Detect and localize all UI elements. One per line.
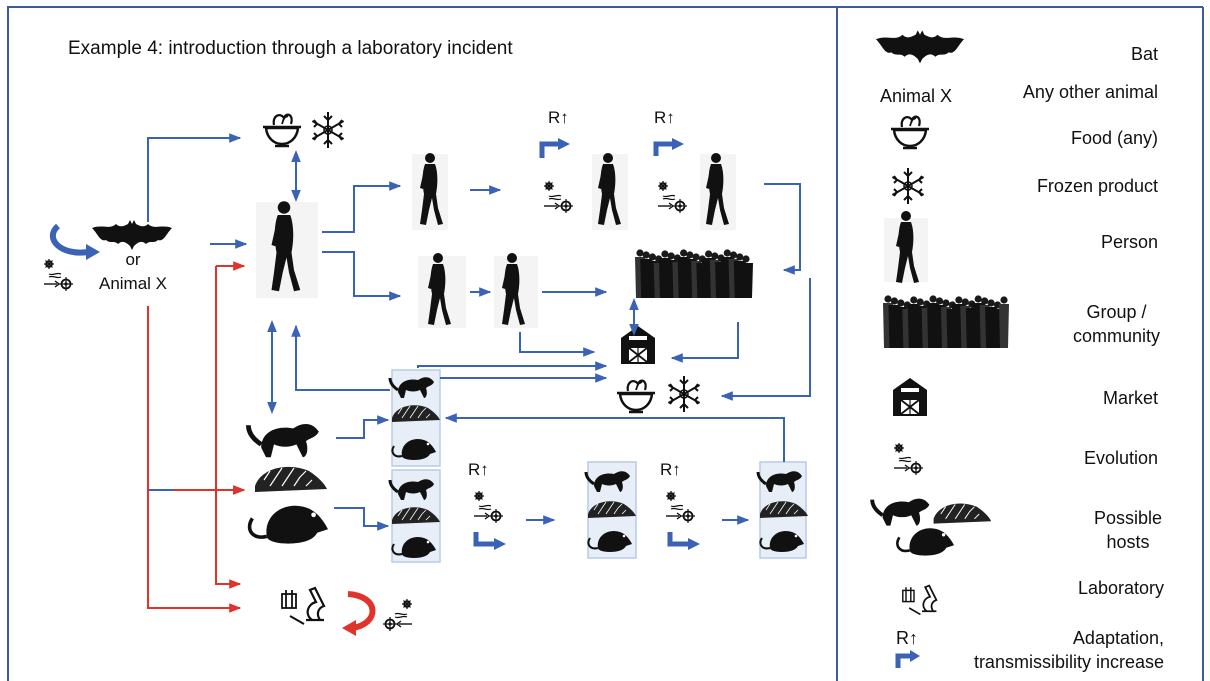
legend-food-icon <box>889 115 931 150</box>
legend-adaptation-line2: transmissibility increase <box>973 652 1164 672</box>
legend-bat-label: Bat <box>1130 44 1158 64</box>
legend-adaptation-icon-text: R↑ <box>896 628 918 648</box>
legend-food-label: Food (any) <box>1070 128 1158 148</box>
laboratory-icon <box>280 586 326 626</box>
evolution-host-2-icon <box>665 490 696 524</box>
evolution-lab-icon <box>382 598 413 632</box>
legend-group-line2: community <box>1072 326 1160 346</box>
host-box-2 <box>388 469 441 563</box>
frozen-top-icon <box>311 111 345 149</box>
legend-animal-x-icon-text: Animal X <box>880 86 953 106</box>
source-or-text: or <box>125 250 141 269</box>
crowd-icon <box>635 249 753 298</box>
source-cycle-arrow <box>49 223 89 256</box>
evolution-upper-2-icon <box>657 180 688 214</box>
legend-market-label: Market <box>1102 388 1158 408</box>
legend-laboratory-icon <box>901 584 938 616</box>
adaptation-marker-2: R↑ <box>654 108 675 127</box>
legend-group-line1: Group / <box>1086 302 1147 322</box>
food-bottom-icon <box>615 379 657 414</box>
host-rat-large-icon <box>247 503 330 546</box>
legend-crowd-icon <box>883 295 1009 348</box>
legend-group-label: Group / community <box>1073 300 1160 348</box>
source-label: or Animal X <box>96 248 170 296</box>
market-icon <box>620 325 656 365</box>
blue-arrows <box>147 133 811 531</box>
host-weasel-large-icon <box>248 424 318 457</box>
lab-cycle-arrow <box>347 591 376 631</box>
legend-hosts-label: Possible hosts <box>1094 506 1162 554</box>
legend-frozen-label: Frozen product <box>1036 176 1158 196</box>
legend-adaptation-line1: Adaptation, <box>1072 628 1164 648</box>
evolution-host-1-icon <box>473 490 504 524</box>
host-box-4 <box>756 461 809 559</box>
source-bat-icon <box>92 220 172 250</box>
adaptation-marker-1: R↑ <box>548 108 569 127</box>
red-arrows <box>147 261 246 613</box>
legend-laboratory-label: Laboratory <box>1077 578 1164 598</box>
frozen-bottom-icon <box>667 375 701 413</box>
host-pangolin-large-icon <box>254 466 328 493</box>
legend-adaptation-hook-icon <box>895 653 912 668</box>
legend-adaptation-label: Adaptation, transmissibility increase <box>974 626 1164 674</box>
evolution-upper-1-icon <box>543 180 574 214</box>
source-evolution-icon <box>43 258 74 292</box>
legend-hosts-line2: hosts <box>1106 532 1150 552</box>
legend-hosts-line1: Possible <box>1093 508 1162 528</box>
adaptation-hooks <box>473 141 690 547</box>
legend-snowflake-icon <box>891 167 925 205</box>
legend-evolution-label: Evolution <box>1083 448 1158 468</box>
source-animal-x-text: Animal X <box>98 274 168 293</box>
adaptation-marker-3: R↑ <box>468 460 489 479</box>
legend-evolution-icon <box>893 442 924 476</box>
legend-person-label: Person <box>1100 232 1158 252</box>
legend-possible-hosts-icon <box>870 496 992 557</box>
host-box-3 <box>584 461 637 559</box>
legend-any-other-animal-label: Any other animal <box>1022 82 1158 102</box>
host-box-1 <box>388 369 441 467</box>
legend-barn-icon <box>892 377 928 417</box>
adaptation-marker-4: R↑ <box>660 460 681 479</box>
diagram-title: Example 4: introduction through a labora… <box>68 38 513 59</box>
frame <box>7 6 1204 681</box>
food-top-icon <box>261 113 303 148</box>
legend-bat-icon <box>876 30 964 64</box>
